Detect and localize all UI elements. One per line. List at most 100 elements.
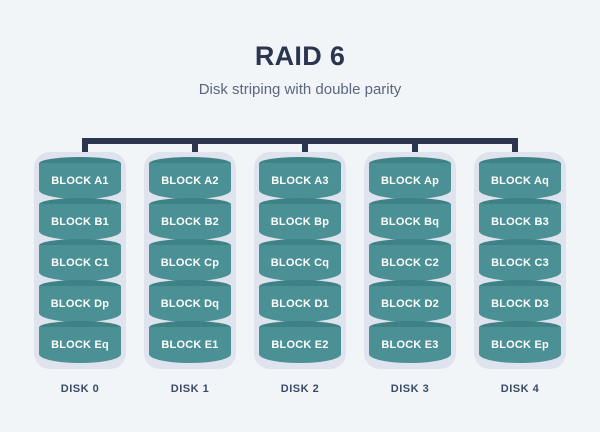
- disk-casing: BLOCK A1 BLOCK B1 BLOCK C1 BLOCK Dp: [34, 152, 126, 369]
- disk-block[interactable]: BLOCK E3: [369, 321, 451, 364]
- controller-bus-line: [82, 138, 518, 144]
- cylinder-body: [39, 163, 121, 199]
- disk-label: DISK 1: [170, 383, 210, 395]
- cylinder-body: [39, 327, 121, 363]
- block-label: BLOCK Ep: [491, 339, 549, 351]
- cylinder-body: [149, 163, 231, 199]
- cylinder-body: [369, 286, 451, 322]
- cylinder-body: [39, 245, 121, 281]
- disk-block[interactable]: BLOCK D2: [369, 280, 451, 323]
- cylinder-body: [259, 327, 341, 363]
- block-label: BLOCK Dp: [50, 298, 110, 310]
- block-label: BLOCK D3: [491, 298, 549, 310]
- disk-block[interactable]: BLOCK B3: [479, 198, 561, 241]
- block-label: BLOCK C3: [491, 257, 549, 269]
- cylinder-body: [479, 286, 561, 322]
- block-label: BLOCK Ap: [380, 175, 440, 187]
- block-stack: BLOCK A3 BLOCK Bp BLOCK Cq BLOCK D1: [259, 157, 341, 364]
- block-stack: BLOCK Ap BLOCK Bq BLOCK C2 BLOCK D2: [369, 157, 451, 364]
- disk-casing: BLOCK Ap BLOCK Bq BLOCK C2 BLOCK D2: [364, 152, 456, 369]
- block-label: BLOCK E1: [161, 339, 219, 351]
- cylinder-body: [149, 327, 231, 363]
- block-label: BLOCK Aq: [490, 175, 550, 187]
- block-label: BLOCK Dq: [160, 298, 220, 310]
- disk-column-2: BLOCK A3 BLOCK Bp BLOCK Cq BLOCK D1: [254, 152, 346, 395]
- cylinder-body: [369, 245, 451, 281]
- disk-block[interactable]: BLOCK E1: [149, 321, 231, 364]
- cylinder-body: [479, 327, 561, 363]
- disk-block[interactable]: BLOCK D1: [259, 280, 341, 323]
- block-label: BLOCK A2: [161, 175, 219, 187]
- cylinder-body: [149, 286, 231, 322]
- page-title: RAID 6: [254, 41, 346, 71]
- cylinder-body: [149, 245, 231, 281]
- disk-block[interactable]: BLOCK D3: [479, 280, 561, 323]
- block-stack: BLOCK Aq BLOCK B3 BLOCK C3 BLOCK D3: [479, 157, 561, 364]
- block-label: BLOCK C1: [51, 257, 109, 269]
- disk-block[interactable]: BLOCK Dp: [39, 280, 121, 323]
- cylinder-body: [479, 163, 561, 199]
- block-label: BLOCK D2: [381, 298, 439, 310]
- page-subtitle: Disk striping with double parity: [198, 80, 402, 98]
- disk-block[interactable]: BLOCK Aq: [479, 157, 561, 200]
- block-label: BLOCK A3: [271, 175, 329, 187]
- disk-block[interactable]: BLOCK Cq: [259, 239, 341, 282]
- disk-column-3: BLOCK Ap BLOCK Bq BLOCK C2 BLOCK D2: [364, 152, 456, 395]
- disk-block[interactable]: BLOCK B2: [149, 198, 231, 241]
- disk-column-4: BLOCK Aq BLOCK B3 BLOCK C3 BLOCK D3: [474, 152, 566, 395]
- disk-block[interactable]: BLOCK Eq: [39, 321, 121, 364]
- disk-label: DISK 0: [60, 383, 100, 395]
- disk-casing: BLOCK A2 BLOCK B2 BLOCK Cp BLOCK Dq: [144, 152, 236, 369]
- disk-block[interactable]: BLOCK B1: [39, 198, 121, 241]
- disk-block[interactable]: BLOCK Ep: [479, 321, 561, 364]
- disk-block[interactable]: BLOCK Ap: [369, 157, 451, 200]
- cylinder-body: [369, 204, 451, 240]
- disk-block[interactable]: BLOCK C2: [369, 239, 451, 282]
- cylinder-body: [479, 245, 561, 281]
- disk-block[interactable]: BLOCK C1: [39, 239, 121, 282]
- disk-block[interactable]: BLOCK Dq: [149, 280, 231, 323]
- disk-array: BLOCK A1 BLOCK B1 BLOCK C1 BLOCK Dp: [0, 152, 600, 395]
- block-label: BLOCK Bp: [270, 216, 330, 228]
- cylinder-body: [369, 163, 451, 199]
- cylinder-body: [39, 286, 121, 322]
- disk-block[interactable]: BLOCK Bp: [259, 198, 341, 241]
- disk-block[interactable]: BLOCK Cp: [149, 239, 231, 282]
- disk-block[interactable]: BLOCK A2: [149, 157, 231, 200]
- block-stack: BLOCK A1 BLOCK B1 BLOCK C1 BLOCK Dp: [39, 157, 121, 364]
- block-label: BLOCK B3: [491, 216, 549, 228]
- diagram-header: RAID 6 Disk striping with double parity: [0, 0, 600, 99]
- disk-label: DISK 2: [280, 383, 320, 395]
- block-label: BLOCK Cp: [160, 257, 220, 269]
- cylinder-body: [259, 163, 341, 199]
- block-label: BLOCK C2: [381, 257, 439, 269]
- disk-label: DISK 4: [500, 383, 540, 395]
- block-label: BLOCK Bq: [380, 216, 440, 228]
- cylinder-body: [369, 327, 451, 363]
- block-label: BLOCK B1: [51, 216, 109, 228]
- disk-casing: BLOCK A3 BLOCK Bp BLOCK Cq BLOCK D1: [254, 152, 346, 369]
- disk-block[interactable]: BLOCK C3: [479, 239, 561, 282]
- disk-block[interactable]: BLOCK A1: [39, 157, 121, 200]
- block-label: BLOCK Cq: [270, 257, 330, 269]
- block-label: BLOCK E2: [271, 339, 329, 351]
- cylinder-body: [259, 286, 341, 322]
- cylinder-body: [259, 245, 341, 281]
- block-label: BLOCK B2: [161, 216, 219, 228]
- block-label: BLOCK D1: [271, 298, 329, 310]
- cylinder-body: [259, 204, 341, 240]
- cylinder-body: [479, 204, 561, 240]
- disk-label: DISK 3: [390, 383, 430, 395]
- disk-column-0: BLOCK A1 BLOCK B1 BLOCK C1 BLOCK Dp: [34, 152, 126, 395]
- disk-block[interactable]: BLOCK E2: [259, 321, 341, 364]
- disk-block[interactable]: BLOCK Bq: [369, 198, 451, 241]
- block-label: BLOCK Eq: [51, 339, 109, 351]
- block-label: BLOCK A1: [51, 175, 109, 187]
- block-label: BLOCK E3: [381, 339, 439, 351]
- block-stack: BLOCK A2 BLOCK B2 BLOCK Cp BLOCK Dq: [149, 157, 231, 364]
- cylinder-body: [149, 204, 231, 240]
- disk-column-1: BLOCK A2 BLOCK B2 BLOCK Cp BLOCK Dq: [144, 152, 236, 395]
- cylinder-body: [39, 204, 121, 240]
- disk-block[interactable]: BLOCK A3: [259, 157, 341, 200]
- disk-casing: BLOCK Aq BLOCK B3 BLOCK C3 BLOCK D3: [474, 152, 566, 369]
